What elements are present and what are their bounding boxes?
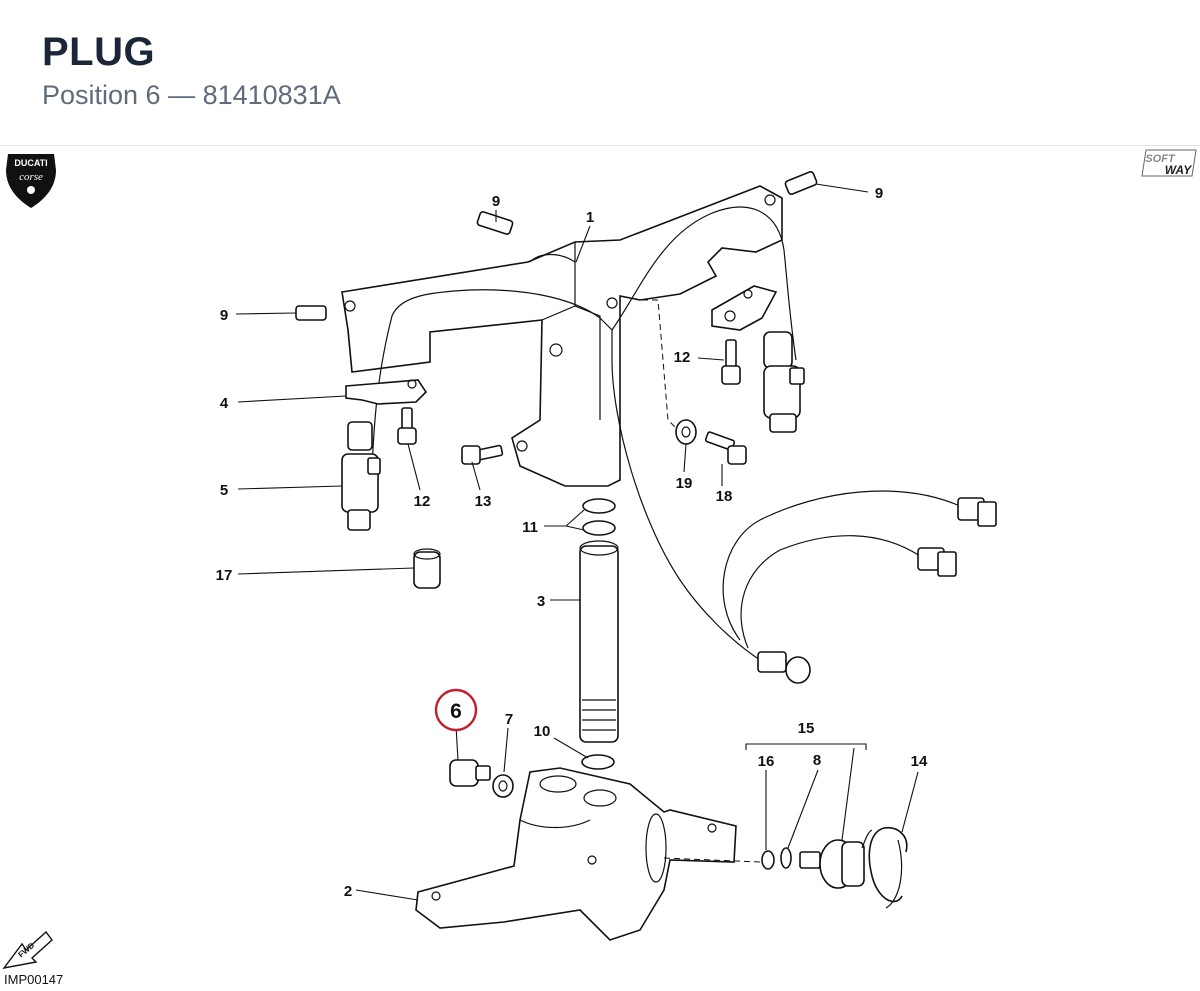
callout-9-top: 9 xyxy=(492,193,500,210)
softway-logo-text-1: SOFT xyxy=(1145,153,1176,165)
header-divider xyxy=(0,145,1200,146)
callout-18: 18 xyxy=(716,488,733,505)
plug-and-washer xyxy=(449,759,514,798)
callout-12-left: 12 xyxy=(414,493,431,510)
harness-connectors xyxy=(757,497,997,684)
pin-and-orings xyxy=(579,498,619,770)
callout-9-left: 9 xyxy=(220,307,228,324)
callout-19: 19 xyxy=(676,475,693,492)
callout-3: 3 xyxy=(537,593,545,610)
callout-11: 11 xyxy=(522,519,538,536)
right-sensor-assembly xyxy=(711,285,805,433)
cap-screws xyxy=(397,339,747,465)
callout-17: 17 xyxy=(216,567,233,584)
left-sensor-assembly xyxy=(341,379,428,531)
image-code: IMP00147 xyxy=(4,972,64,987)
leader-lines xyxy=(235,183,919,901)
page-subtitle: Position 6 — 81410831A xyxy=(42,80,341,110)
ducati-corse-logo: DUCATI corse xyxy=(6,154,56,208)
wiring-harness xyxy=(371,206,961,661)
corse-logo-text: corse xyxy=(19,171,43,183)
callout-12-right: 12 xyxy=(674,349,691,366)
callout-15: 15 xyxy=(798,720,815,737)
highlight-ring xyxy=(434,688,478,732)
softway-logo: SOFT WAY xyxy=(1141,149,1197,177)
callout-labels: 1 2 3 4 5 6 7 8 9 9 9 10 11 12 12 13 14 … xyxy=(216,185,928,900)
softway-logo-text-2: WAY xyxy=(1165,163,1192,177)
bushing-part xyxy=(413,548,441,589)
page-header: PLUG Position 6 — 81410831A xyxy=(42,28,341,112)
grub-screws xyxy=(295,170,818,321)
callout-16: 16 xyxy=(758,753,775,770)
page-title: PLUG xyxy=(42,30,156,74)
callout-14: 14 xyxy=(911,753,928,770)
washer-part xyxy=(492,774,514,798)
callout-2: 2 xyxy=(344,883,352,900)
lower-casting-part xyxy=(415,767,761,941)
plug-part xyxy=(449,759,479,787)
main-bracket-part xyxy=(341,185,783,487)
callout-10: 10 xyxy=(534,723,551,740)
callout-1: 1 xyxy=(586,209,594,226)
callout-9-right: 9 xyxy=(875,185,883,202)
callout-8: 8 xyxy=(813,752,821,769)
callout-5: 5 xyxy=(220,482,228,499)
ducati-logo-text: DUCATI xyxy=(14,158,47,168)
sensor-group-15 xyxy=(761,827,908,909)
fwd-arrow-icon: FWD xyxy=(2,930,53,970)
callout-6: 6 xyxy=(450,700,462,723)
callout-4: 4 xyxy=(220,395,229,412)
callout-13: 13 xyxy=(475,493,492,510)
callout-7: 7 xyxy=(505,711,513,728)
